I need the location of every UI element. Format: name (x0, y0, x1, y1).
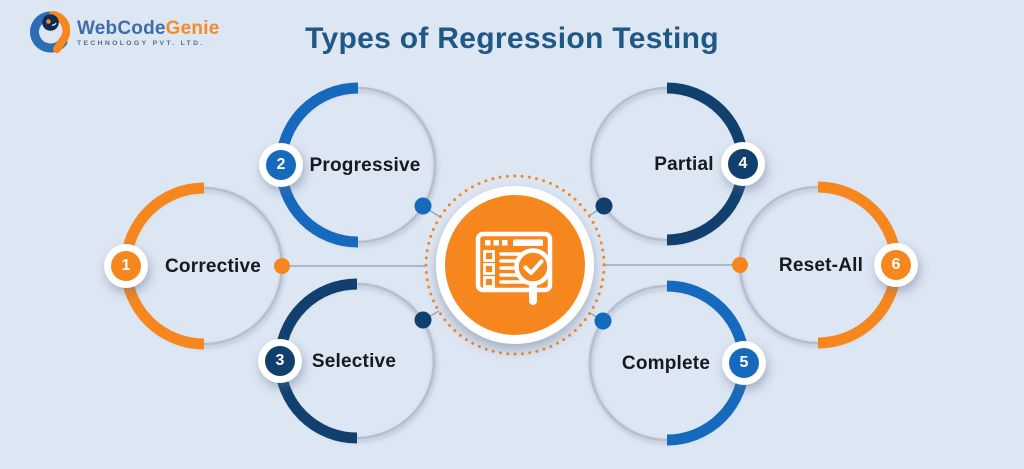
badge-2-number: 2 (266, 150, 296, 180)
magnifier-lens (514, 248, 552, 286)
badge-5-number: 5 (729, 348, 759, 378)
badge-1: 1 (104, 244, 148, 288)
badge-3-number: 3 (265, 346, 295, 376)
connector-dot-partial (595, 197, 613, 215)
badge-4-number: 4 (728, 149, 758, 179)
logo-brand: WebCodeGenie (77, 17, 220, 39)
logo-brand-secondary: Genie (165, 17, 220, 39)
connector-dot-reset-all (732, 257, 748, 273)
label-partial: Partial (654, 154, 714, 175)
logo-tagline: TECHNOLOGY PVT. LTD. (77, 40, 205, 48)
label-progressive: Progressive (309, 155, 421, 176)
badge-2: 2 (259, 143, 303, 187)
label-complete: Complete (621, 353, 711, 374)
connector-dot-corrective (274, 258, 290, 274)
logo-text: WebCodeGenie TECHNOLOGY PVT. LTD. (77, 17, 220, 48)
center-dotted-ring (424, 174, 606, 356)
badge-6-number: 6 (881, 250, 911, 280)
badge-4: 4 (721, 142, 765, 186)
webcodegenie-logo-icon (30, 11, 70, 53)
badge-6: 6 (874, 243, 918, 287)
badge-3: 3 (258, 339, 302, 383)
label-selective: Selective (311, 351, 397, 372)
page-title: Types of Regression Testing (305, 22, 719, 55)
center-hub (424, 174, 606, 356)
connector-dots (274, 197, 748, 330)
logo: WebCodeGenie TECHNOLOGY PVT. LTD. (26, 10, 219, 56)
label-corrective: Corrective (165, 256, 261, 277)
connector-dot-selective (414, 311, 432, 329)
connector-dot-progressive (414, 197, 432, 215)
checkmark-icon (523, 259, 544, 275)
checklist-magnifier-icon (475, 231, 553, 305)
label-reset-all: Reset-All (778, 255, 864, 276)
badge-1-number: 1 (111, 251, 141, 281)
badge-5: 5 (722, 341, 766, 385)
logo-brand-primary: WebCode (77, 17, 166, 39)
connector-dot-complete (594, 312, 612, 330)
